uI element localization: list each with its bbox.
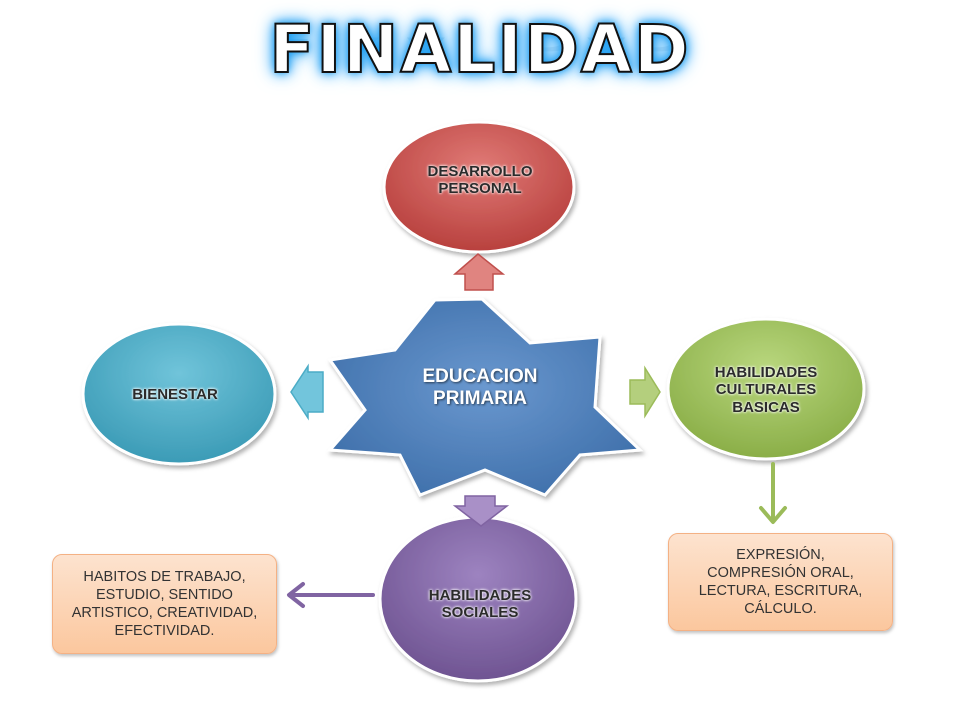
note-culturales: EXPRESIÓN, COMPRESIÓN ORAL, LECTURA, ESC… [668, 533, 893, 631]
node-bienestar [81, 322, 277, 466]
node-desarrollo-personal [382, 120, 576, 254]
arrow-to-sociales-note-head [287, 582, 305, 608]
diagram-title: FINALIDAD [268, 10, 691, 89]
node-habilidades-culturales-label: HABILIDADES CULTURALES BASICAS [714, 364, 818, 416]
node-habilidades-sociales-label: HABILIDADES SOCIALES [428, 586, 532, 621]
arrow-right-icon [629, 365, 661, 419]
center-label: EDUCACION PRIMARIA [422, 366, 538, 409]
arrow-left-icon [290, 363, 324, 421]
center-star [326, 297, 644, 497]
node-habilidades-culturales [666, 317, 866, 461]
arrow-up-icon [452, 253, 506, 291]
node-bienestar-label: BIENESTAR [132, 386, 218, 404]
arrow-down-icon [452, 495, 510, 527]
note-sociales: HABITOS DE TRABAJO, ESTUDIO, SENTIDO ART… [52, 554, 277, 654]
arrow-to-culturales-note-head [759, 506, 787, 524]
node-desarrollo-personal-label: DESARROLLO PERSONAL [427, 162, 533, 197]
